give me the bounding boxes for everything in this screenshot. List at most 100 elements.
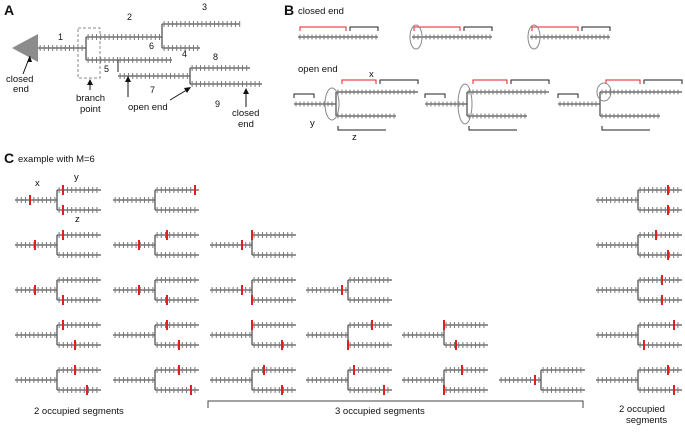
occupied-bracket (413, 26, 461, 31)
configuration-19 (402, 365, 488, 395)
upper-segment (155, 277, 199, 283)
stem-segment (596, 242, 638, 248)
configuration-9 (306, 277, 392, 303)
b-x-label: x (369, 69, 374, 80)
configuration-20 (499, 367, 585, 393)
configuration-24 (596, 320, 682, 350)
arrow-head-icon (243, 88, 249, 94)
segment-6 (118, 57, 172, 63)
arrow-head-icon (184, 87, 191, 93)
upper-segment (348, 367, 392, 373)
adjacent-bracket (643, 79, 683, 84)
adjacent-bracket (379, 79, 419, 84)
stem-segment (596, 332, 638, 338)
configuration-10 (15, 320, 101, 350)
upper-segment (638, 232, 682, 238)
configuration-17 (210, 365, 296, 395)
b-y-label: y (310, 118, 315, 129)
closed-end-triangle (12, 34, 38, 62)
panel-a: A 1 2 3 4 5 6 7 8 9 closed end branch po… (4, 2, 262, 130)
upper-segment (638, 367, 682, 373)
footer-three-occupied: 3 occupied segments (335, 406, 425, 417)
lower-segment (155, 387, 199, 393)
adjacent-bracket (581, 26, 611, 31)
segment-number-9: 9 (215, 99, 220, 109)
upper-segment (252, 232, 296, 238)
configuration-3 (15, 230, 101, 258)
footer-two-occupied-right-2: segments (626, 415, 667, 426)
configuration-1 (15, 185, 101, 215)
open-end-example-1 (293, 79, 419, 131)
configuration-4 (113, 230, 199, 258)
occupied-bracket (341, 79, 377, 84)
c-y-label: y (74, 172, 79, 183)
configuration-2 (113, 185, 199, 213)
configuration-25 (596, 365, 682, 395)
configuration-grid (15, 185, 682, 395)
lower-segment (444, 387, 488, 393)
lower-segment (638, 207, 682, 213)
closed-end-right-label-1: closed (232, 108, 259, 119)
branch-tree (38, 21, 262, 87)
c-z-label: z (75, 214, 80, 225)
segment-5-stem (86, 57, 118, 63)
lower-segment (155, 297, 199, 303)
configuration-21 (596, 185, 682, 215)
upper-segment (252, 277, 296, 283)
segment-1 (38, 45, 86, 51)
configuration-8 (210, 277, 296, 305)
panel-c: C example with M=6 x y z 2 occupied segm… (4, 150, 682, 426)
branch-circle (324, 87, 340, 121)
lower-segment (252, 342, 296, 348)
panel-b-letter: B (284, 2, 294, 18)
lower-segment (155, 207, 199, 213)
open-end-examples (293, 79, 683, 131)
stem-segment (306, 377, 348, 383)
lower-segment (348, 387, 392, 393)
lower-segment (155, 252, 199, 258)
stem-segment (113, 242, 155, 248)
segment-3 (162, 21, 241, 27)
adjacent-bracket (510, 79, 550, 84)
stem-segment (596, 377, 638, 383)
segment-number-6: 6 (149, 41, 154, 51)
lower-strand (298, 34, 378, 40)
upper-segment (252, 322, 296, 328)
stem-strand (558, 101, 600, 107)
stem-segment (210, 242, 252, 248)
arrow-head-icon (87, 79, 93, 85)
configuration-16 (113, 365, 199, 395)
upper-segment (348, 277, 392, 283)
branch-circle (596, 82, 612, 102)
lower-strand (530, 34, 610, 40)
closed-end-left-label-1: closed (6, 74, 33, 85)
closed-end-example-2 (409, 24, 493, 50)
upper-segment (57, 367, 101, 373)
panel-b: B closed end open end x y z (284, 2, 683, 143)
stem-bracket (293, 93, 315, 98)
stem-segment (596, 287, 638, 293)
configuration-5 (210, 230, 296, 258)
upper-segment (252, 367, 296, 373)
segment-8 (190, 65, 250, 71)
upper-segment (638, 277, 682, 283)
adjacent-bracket (463, 26, 493, 31)
lower-segment (541, 387, 585, 393)
lower-branch (336, 113, 396, 119)
configuration-15 (15, 365, 101, 395)
end-circle (527, 24, 541, 50)
stem-segment (113, 287, 155, 293)
segment-4 (162, 45, 200, 51)
upper-segment (155, 322, 199, 328)
stem-segment (210, 377, 252, 383)
stem-strand (425, 101, 467, 107)
lower-segment (348, 297, 392, 303)
upper-segment (638, 187, 682, 193)
panel-c-title: example with M=6 (18, 154, 95, 165)
closed-end-heading: closed end (298, 6, 344, 17)
lower-segment (252, 252, 296, 258)
upper-segment (155, 232, 199, 238)
upper-branch (600, 89, 682, 95)
stem-segment (306, 332, 348, 338)
